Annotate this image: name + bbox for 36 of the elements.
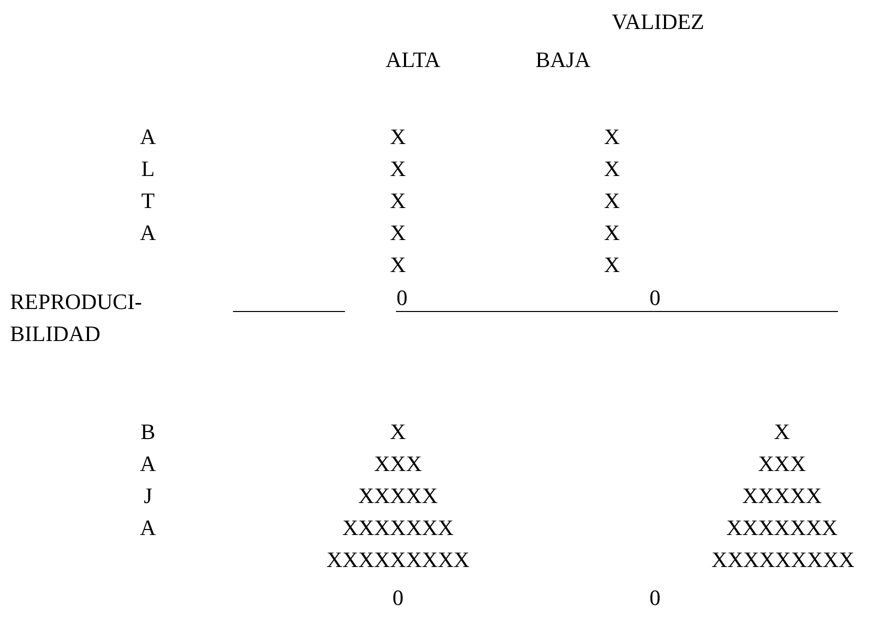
x-mark: X [390,188,406,214]
row-letter: A [140,452,156,476]
x-marks: XXXXXXX [726,516,838,540]
row-letter: J [144,484,152,508]
zero-mark: 0 [392,586,404,610]
zero-mark: 0 [650,586,660,610]
axis-label: REPRODUCI- BILIDAD [10,288,140,348]
x-mark: X [604,124,620,150]
x-mark: X [604,156,620,182]
x-marks: XXXXXXX [342,516,454,540]
row-letter: A [140,220,156,246]
x-mark: X [774,420,790,444]
axis-title: VALIDEZ [612,10,704,34]
x-marks: XXXXXXXXX [712,548,854,572]
row-letter: T [141,188,155,214]
zero-mark: 0 [396,286,408,310]
x-mark: X [390,420,406,444]
row-letter: A [140,516,156,540]
x-marks: XXXXX [358,484,438,508]
zero-mark: 0 [650,286,660,310]
x-mark: X [390,124,406,150]
x-marks: XXXXX [742,484,822,508]
row-letter: L [141,156,155,182]
row-letter: B [140,420,156,444]
x-mark: X [604,220,620,246]
x-marks: XXX [374,452,422,476]
x-mark: X [390,220,406,246]
x-mark: X [604,188,620,214]
column-header: ALTA [386,48,440,72]
x-marks: XXXXXXXXX [326,548,470,572]
column-header: BAJA [536,48,590,72]
x-mark: X [390,156,406,182]
x-marks: XXX [758,452,806,476]
x-mark: X [390,252,406,278]
row-letter: A [140,124,156,150]
x-mark: X [604,252,620,278]
